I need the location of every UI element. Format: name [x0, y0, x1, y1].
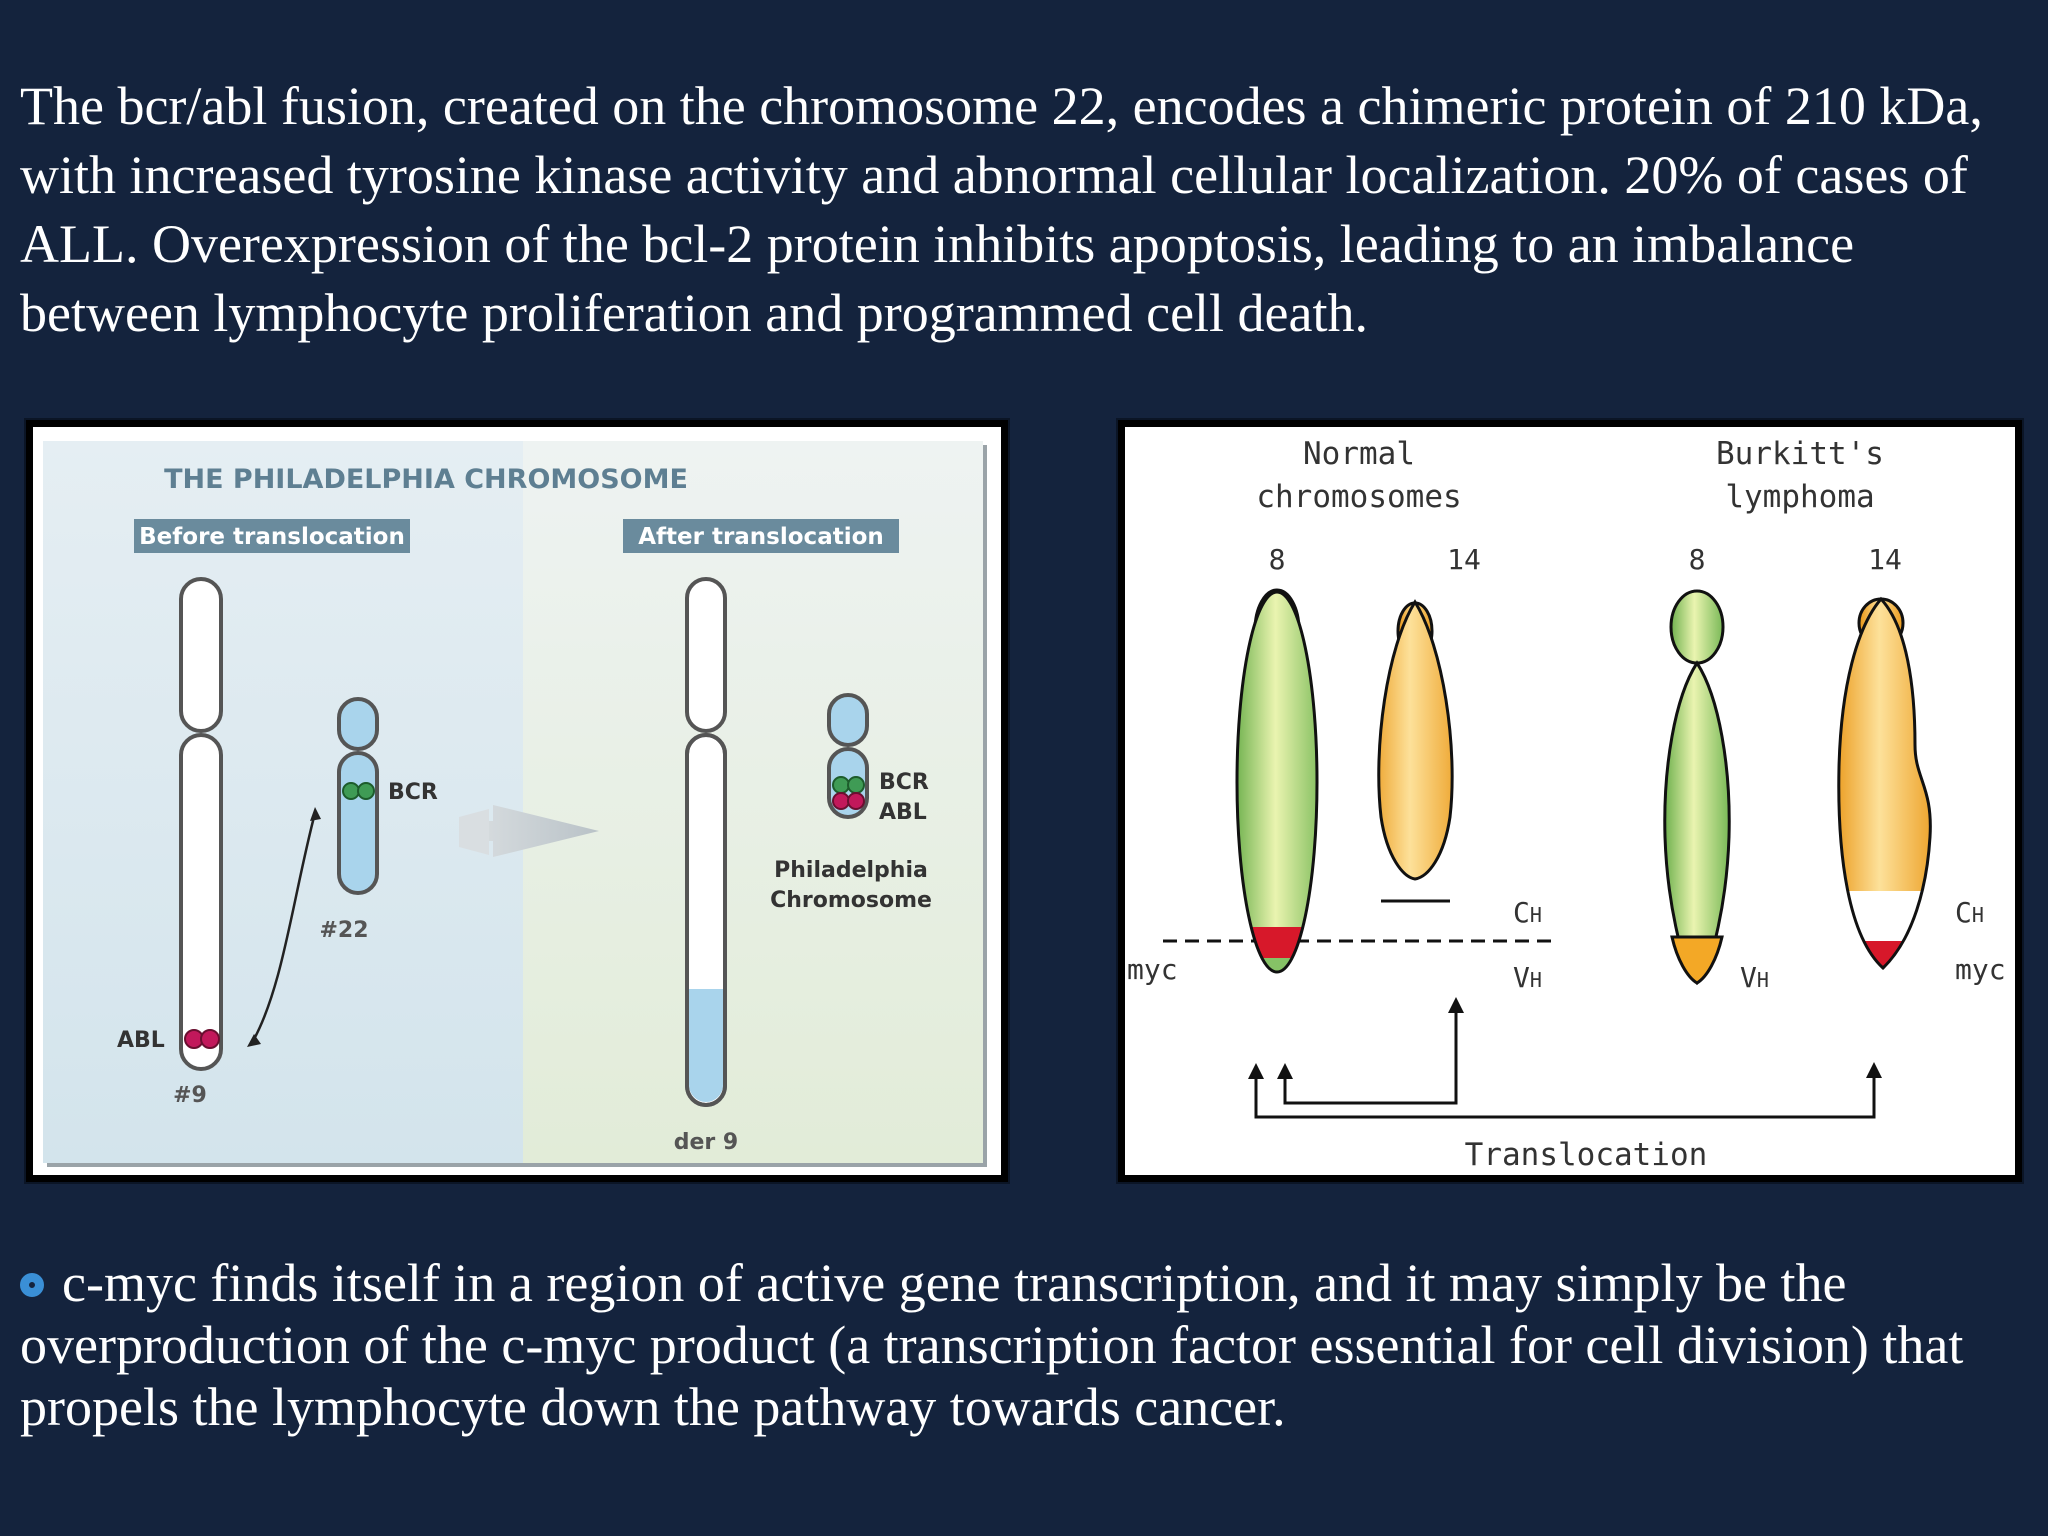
- burkitt-diagram: Normal chromosomes Burkitt's lymphoma 8 …: [1118, 420, 2022, 1182]
- der9-label: der 9: [674, 1130, 739, 1155]
- ring-bullet-icon: [20, 1272, 44, 1297]
- top-paragraph: The bcr/abl fusion, created on the chrom…: [20, 76, 1983, 343]
- philadelphia-svg: THE PHILADELPHIA CHROMOSOME Before trans…: [43, 441, 987, 1167]
- bcr-dot-left: [342, 782, 360, 800]
- normal-chromosome-8: [1235, 588, 1319, 974]
- exchange-arrow: [251, 812, 317, 1042]
- philadelphia-label-line2: Chromosome: [770, 888, 932, 913]
- bcr-dot-right: [357, 782, 375, 800]
- before-label: Before translocation: [139, 524, 405, 550]
- translocation-arrow: [473, 805, 599, 857]
- normal-vh-label: VH: [1513, 961, 1542, 994]
- ph-bcr-label: BCR: [879, 770, 929, 795]
- ph-bcr-dot-left: [832, 776, 850, 794]
- after-header: [623, 519, 899, 553]
- burkitt-label-line1: Burkitt's: [1716, 436, 1884, 472]
- normal-label-line1: Normal: [1303, 436, 1415, 472]
- bcr-label: BCR: [388, 780, 438, 805]
- burkitt-label-line2: lymphoma: [1725, 479, 1874, 515]
- philadelphia-chromosome: [827, 693, 869, 819]
- ph-bcr-dot-right: [847, 776, 865, 794]
- philadelphia-diagram: THE PHILADELPHIA CHROMOSOME Before trans…: [26, 420, 1008, 1182]
- chromosome-9: [179, 577, 223, 1071]
- normal-myc-label: myc: [1127, 953, 1178, 986]
- abl-dot-right: [200, 1029, 220, 1049]
- chromosome-22: [337, 697, 379, 895]
- ph-abl-dot-right: [847, 792, 865, 810]
- before-header: [134, 519, 410, 553]
- burkitt-8-number: 8: [1689, 543, 1706, 576]
- chr22-label: #22: [319, 918, 368, 943]
- bottom-paragraph-text: c-myc finds itself in a region of active…: [20, 1253, 1964, 1437]
- arrow-head-4: [1866, 1062, 1882, 1078]
- philadelphia-title: THE PHILADELPHIA CHROMOSOME: [164, 464, 688, 495]
- ph-abl-dot-left: [832, 792, 850, 810]
- burkitt-myc-label: myc: [1955, 953, 2006, 986]
- philadelphia-label-line1: Philadelphia: [774, 858, 928, 883]
- burkitt-ch-label: CH: [1955, 896, 1984, 929]
- chr9-label: #9: [173, 1083, 207, 1108]
- normal-chromosome-14: [1377, 599, 1454, 903]
- normal-ch-label: CH: [1513, 896, 1542, 929]
- arrow-head-2: [1277, 1063, 1293, 1079]
- normal-label-line2: chromosomes: [1256, 479, 1461, 515]
- panel-after: [523, 441, 983, 1163]
- translocation-arrow-tail: [459, 809, 489, 855]
- burkitt-vh-label: VH: [1740, 961, 1769, 994]
- burkitt-chromosome-14: [1837, 596, 1932, 971]
- abl-label: ABL: [117, 1028, 165, 1053]
- arrow-head-3: [1448, 997, 1464, 1013]
- after-label: After translocation: [638, 524, 884, 550]
- normal-8-number: 8: [1269, 543, 1286, 576]
- ph-abl-label: ABL: [879, 800, 927, 825]
- chromosome-der9: [685, 577, 727, 1107]
- burkitt-14-number: 14: [1868, 543, 1902, 576]
- normal-14-number: 14: [1447, 543, 1481, 576]
- translocation-label: Translocation: [1465, 1137, 1708, 1173]
- arrow-head-1: [1248, 1063, 1264, 1079]
- bottom-paragraph: c-myc finds itself in a region of active…: [20, 1252, 2030, 1438]
- exchange-arrow-head-top: [310, 807, 321, 821]
- exchange-arrow-head-bottom: [247, 1034, 261, 1047]
- translocation-arrows: [1254, 1007, 1876, 1119]
- burkitt-svg: Normal chromosomes Burkitt's lymphoma 8 …: [1127, 436, 2006, 1173]
- burkitt-chromosome-8: [1663, 589, 1731, 986]
